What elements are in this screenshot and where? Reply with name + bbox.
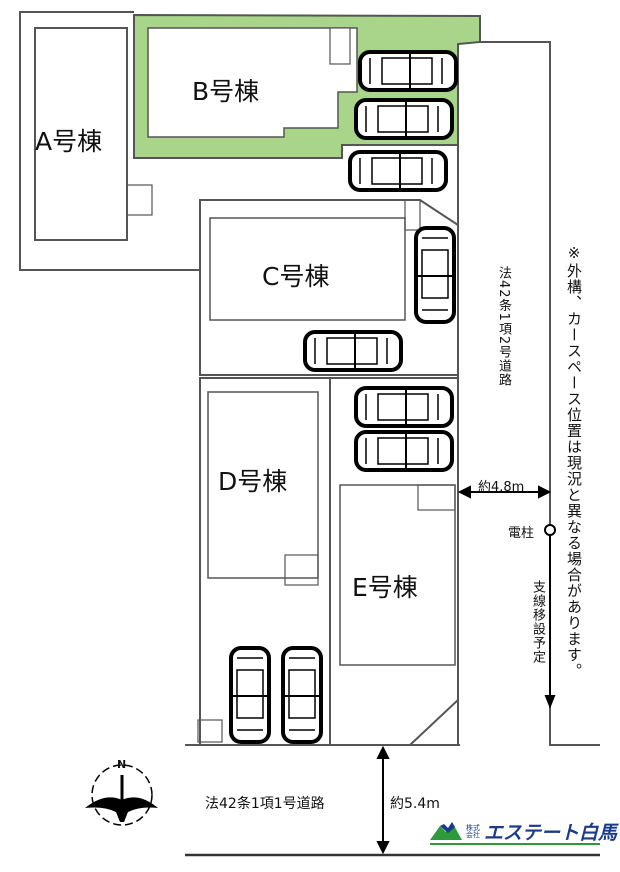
car (354, 428, 454, 474)
logo-corp: 株式会社 (466, 823, 480, 839)
utility-pole-label: 電柱 (508, 526, 535, 541)
guy-wire-note: 支線移設予定 (530, 580, 545, 664)
compass-icon (85, 764, 158, 826)
building-b (147, 27, 358, 138)
building-c (209, 217, 406, 321)
side-road-label: 法42条1項2号道路 (496, 266, 511, 388)
building-d-label: D号棟 (218, 467, 288, 496)
lot-e (329, 377, 459, 746)
car (227, 646, 273, 744)
lot-a (19, 11, 200, 271)
building-e-label: E号棟 (352, 573, 418, 602)
front-road-width: 約5.4m (390, 796, 440, 812)
side-road-width: 約4.8m (478, 480, 525, 495)
compass-north-label: N (117, 758, 127, 771)
utility-pole (544, 524, 556, 536)
logo-name: エステート白馬 (484, 822, 618, 844)
front-road-label: 法42条1項1号道路 (205, 796, 325, 812)
company-logo: 株式会社 エステート白馬 (428, 818, 617, 845)
car (354, 384, 454, 430)
building-d (207, 391, 319, 579)
building-b-label: B号棟 (192, 77, 260, 106)
car (279, 646, 325, 744)
car (412, 226, 458, 324)
building-a (34, 27, 128, 241)
car (303, 328, 403, 374)
logo-mountain-icon (430, 822, 600, 845)
car (348, 148, 448, 194)
building-c-label: C号棟 (262, 262, 330, 291)
building-e (339, 484, 456, 666)
disclaimer-note: ※外構、カースペース位置は現況と異なる場合があります。 (565, 244, 583, 679)
car (358, 48, 458, 94)
building-a-label: A号棟 (35, 127, 103, 156)
car (354, 96, 454, 142)
